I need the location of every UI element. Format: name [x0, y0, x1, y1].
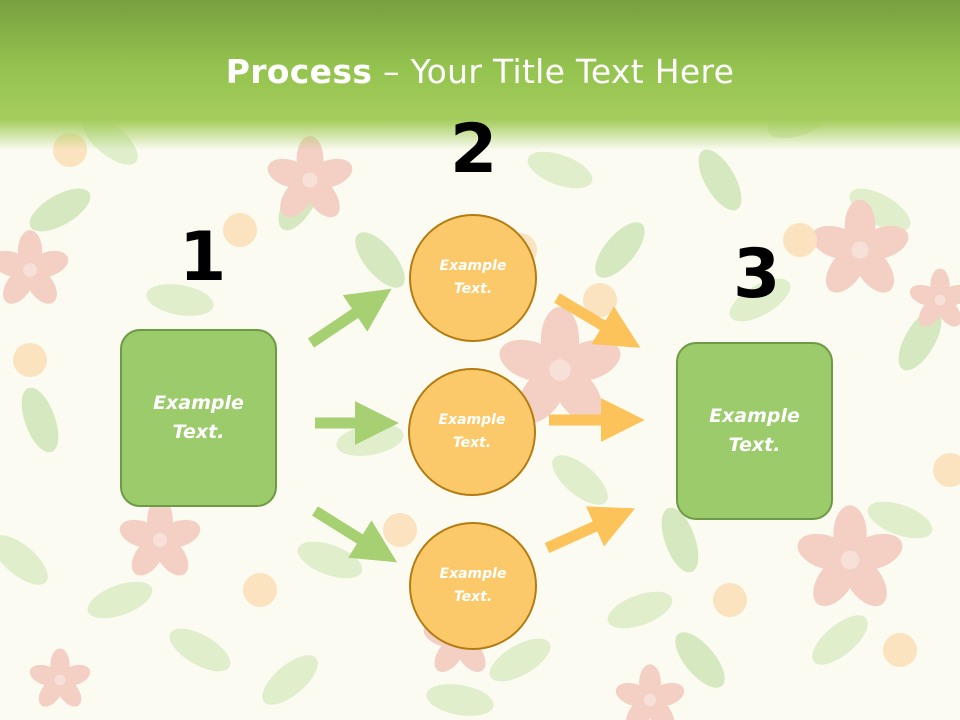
step-number-2: 2 — [450, 110, 498, 189]
step-1-box: Example Text. — [120, 329, 277, 507]
arrow-2-bottom-to-3 — [544, 506, 636, 554]
step-2-circle-top: Example Text. — [409, 214, 537, 342]
step-number-3: 3 — [733, 235, 781, 314]
arrow-2-top-to-3 — [554, 293, 641, 348]
flower-decoration — [29, 648, 91, 707]
title-bar — [0, 0, 960, 150]
flower-decoration — [797, 505, 903, 607]
berry-decoration — [243, 573, 277, 607]
leaf-decoration — [29, 188, 91, 232]
leaf-decoration — [867, 501, 933, 539]
step-2-circle-middle: Example Text. — [408, 368, 536, 496]
title-rest: – Your Title Text Here — [372, 52, 735, 91]
circle-text: Example Text. — [438, 412, 506, 451]
flower-decoration — [909, 268, 960, 327]
berry-decoration — [223, 213, 257, 247]
leaf-decoration — [426, 684, 494, 716]
leaf-decoration — [698, 149, 742, 211]
leaf-decoration — [21, 387, 59, 453]
arrow-1-to-2-bottom — [312, 506, 398, 563]
step-3-box: Example Text. — [676, 342, 833, 520]
flower-decoration — [119, 498, 201, 576]
step-number-1: 1 — [179, 218, 227, 297]
title-bold: Process — [225, 52, 373, 91]
leaf-decoration — [812, 615, 868, 665]
berry-decoration — [933, 453, 960, 487]
leaf-decoration — [87, 581, 153, 619]
leaf-decoration — [0, 535, 48, 585]
flower-decoration — [811, 199, 909, 293]
circle-text: Example Text. — [439, 566, 507, 605]
berry-decoration — [13, 343, 47, 377]
leaf-decoration — [552, 455, 608, 505]
leaf-decoration — [595, 222, 645, 278]
berry-decoration — [883, 633, 917, 667]
leaf-decoration — [729, 278, 791, 322]
leaf-decoration — [297, 541, 363, 579]
step-1-text: Example Text. — [153, 392, 244, 443]
step-2-circle-bottom: Example Text. — [409, 522, 537, 650]
berry-decoration — [713, 583, 747, 617]
arrow-1-to-2-top — [307, 288, 392, 348]
leaf-decoration — [169, 628, 231, 672]
leaf-decoration — [489, 638, 551, 682]
leaf-decoration — [355, 232, 405, 288]
berry-decoration — [783, 223, 817, 257]
leaf-decoration — [146, 284, 214, 316]
leaf-decoration — [262, 655, 318, 705]
leaf-decoration — [527, 151, 593, 189]
leaf-decoration — [675, 632, 725, 688]
slide-title: Process – Your Title Text Here — [0, 52, 960, 91]
flower-decoration — [0, 230, 69, 304]
step-3-text: Example Text. — [709, 405, 800, 456]
leaf-decoration — [849, 188, 911, 232]
circle-text: Example Text. — [439, 258, 507, 297]
leaf-decoration — [661, 507, 699, 573]
flower-decoration — [615, 664, 685, 720]
leaf-decoration — [607, 591, 673, 629]
